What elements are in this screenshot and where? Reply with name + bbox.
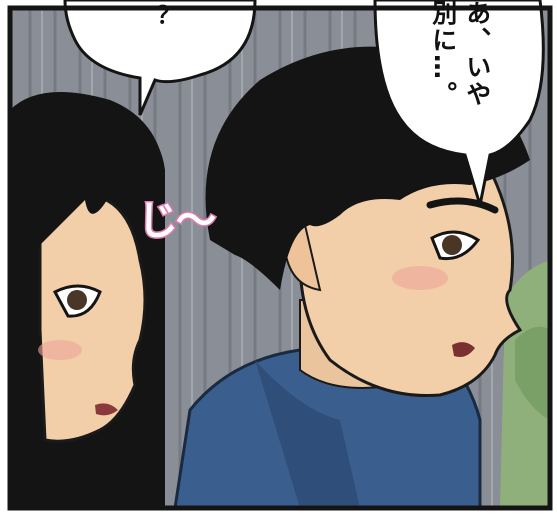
panel-border bbox=[7, 5, 553, 511]
speech-text-right-line1: あ、いや bbox=[462, 0, 492, 108]
speech-bubble-right bbox=[373, 0, 545, 206]
sound-effect-stare: じ〜 bbox=[137, 197, 218, 246]
speech-text-left: ？ bbox=[140, 4, 169, 30]
speech-bubble-left bbox=[63, 0, 257, 116]
speech-text-right-line2: 別に…。 bbox=[428, 0, 458, 108]
girl-figure bbox=[10, 92, 165, 508]
